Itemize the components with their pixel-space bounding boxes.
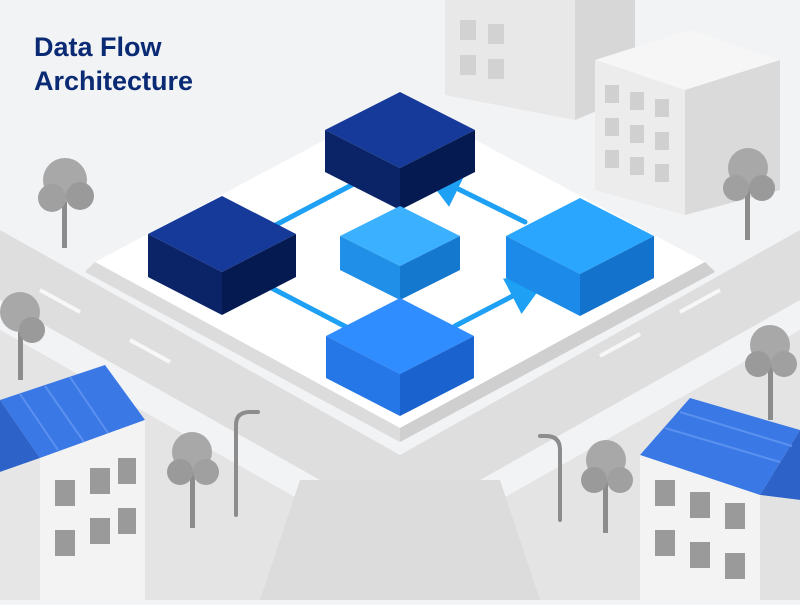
node-left: [148, 196, 296, 315]
edge-left-top: [267, 175, 368, 231]
tree-icon: [167, 432, 219, 528]
street-lamp-icon: [538, 434, 562, 522]
flow-connectors: [259, 170, 548, 333]
road-main: [0, 230, 800, 525]
node-center: [340, 206, 460, 300]
tree-icon: [38, 158, 94, 248]
node-right: [506, 198, 654, 316]
edge-left-bottom: [259, 280, 355, 333]
lane-markings: [39, 288, 721, 364]
road-bottom: [260, 480, 540, 600]
house-icon: [640, 398, 800, 600]
tree-icon: [581, 440, 633, 533]
house-icon: [0, 365, 145, 600]
street-lamp-icon: [234, 410, 260, 517]
title-line-1: Data Flow: [34, 32, 162, 62]
tree-icon: [745, 325, 797, 420]
tree-icon: [0, 292, 45, 380]
tree-icon: [723, 148, 775, 240]
edge-bottom-right-arrow: [452, 277, 548, 329]
title-line-2: Architecture: [34, 66, 194, 96]
node-bottom: [326, 298, 474, 416]
edge-right-top-arrow: [422, 170, 528, 225]
page-title: Data Flow Architecture: [34, 30, 193, 98]
node-top: [325, 92, 475, 210]
